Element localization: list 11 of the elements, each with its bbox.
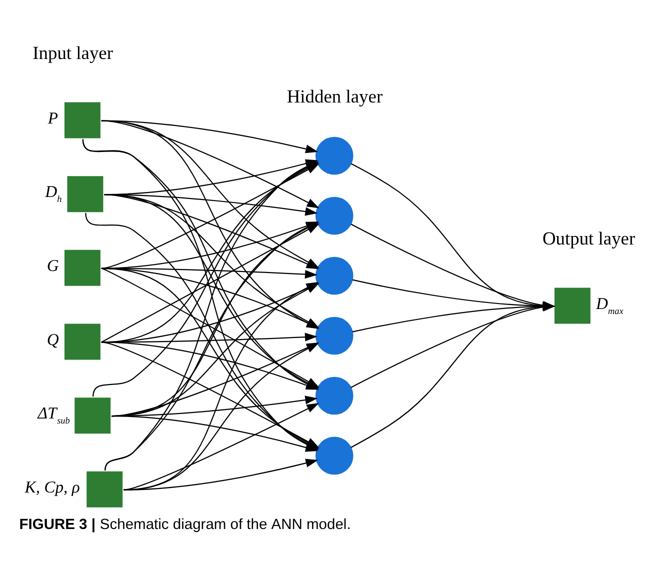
- node-label: G: [46, 256, 59, 275]
- caption: FIGURE 3 | Schematic diagram of the ANN model.: [19, 516, 351, 532]
- node-label: D$_{max}$: [596, 293, 624, 316]
- label: Output layer: [542, 228, 636, 248]
- node-label: K, Cp, ρ: [24, 477, 80, 496]
- label: Hidden layer: [286, 86, 383, 106]
- node-label: ΔT$_{sub}$: [38, 403, 70, 426]
- node-label: P: [48, 108, 58, 127]
- node-label: D$_{h}$: [45, 182, 62, 204]
- node-label: Q: [46, 329, 59, 348]
- label: Input layer: [32, 42, 114, 62]
